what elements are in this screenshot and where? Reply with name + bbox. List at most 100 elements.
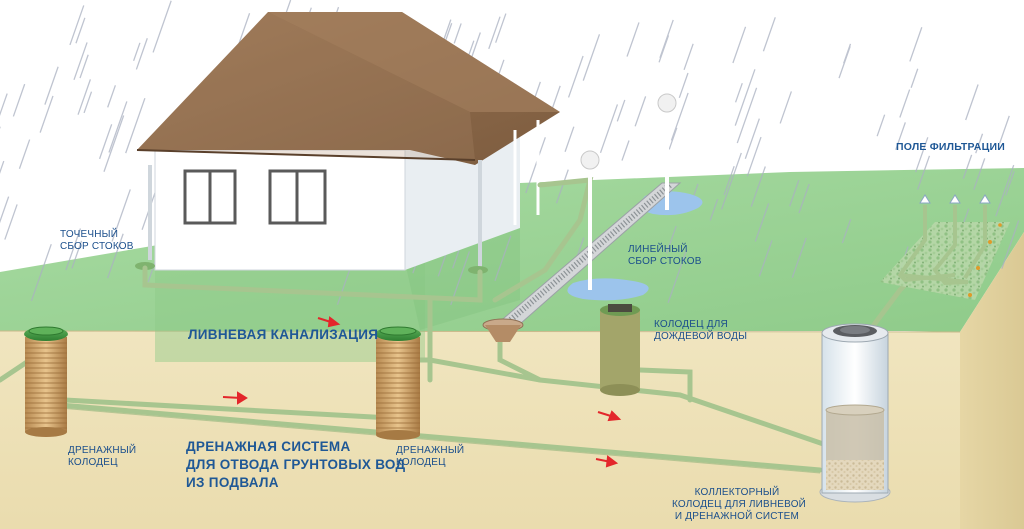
rain-streak: [899, 89, 911, 118]
rain-streak: [895, 122, 906, 151]
rain-streak: [103, 115, 125, 172]
rain-streak: [917, 155, 931, 190]
rain-streak: [999, 115, 1010, 144]
rain-streak: [789, 179, 800, 207]
rain-streak: [914, 137, 929, 173]
label-line: сбор стоков: [628, 256, 702, 267]
filtration-field: [880, 194, 1010, 300]
rain-streak: [555, 169, 569, 204]
rain-streak: [12, 83, 26, 117]
rain-streak: [18, 139, 31, 169]
rain-streak: [83, 91, 93, 114]
label-line: колодец для ливневой: [672, 499, 807, 510]
rain-streak: [962, 154, 973, 179]
rain-streak: [39, 95, 54, 133]
rain-streak: [723, 165, 735, 196]
drainage-well-left: [24, 326, 68, 437]
rain-streak: [683, 43, 694, 71]
rain-streak: [599, 104, 619, 154]
rain-streak: [453, 23, 462, 44]
label-line: Ливневая канализация: [188, 327, 379, 342]
label-drainage-system: Дренажная система для отвода грунтовых в…: [186, 438, 405, 492]
flow-arrow: [597, 410, 622, 422]
rain-streak: [732, 26, 747, 64]
rain-streak: [111, 189, 131, 242]
rain-streak: [667, 249, 688, 304]
label-filtration-field: Поле фильтрации: [896, 141, 1005, 153]
rain-streak: [106, 233, 124, 279]
rain-streak: [0, 93, 8, 117]
rain-streak: [152, 0, 172, 53]
rain-streak: [709, 198, 719, 221]
rain-streak: [670, 92, 689, 141]
rain-streak: [754, 203, 770, 242]
rain-streak: [79, 54, 89, 79]
rain-streak: [791, 237, 807, 278]
point-collection-funnel: [482, 318, 524, 342]
label-linear-collection: Линейный сбор стоков: [628, 244, 702, 268]
rain-streak: [108, 101, 128, 153]
label-storm-sewer: Ливневая канализация: [188, 326, 378, 344]
rain-streak: [678, 72, 689, 99]
label-line: колодец: [396, 457, 446, 468]
label-line: и дренажной систем: [674, 511, 800, 522]
rain-streak: [44, 66, 59, 105]
flow-arrows: [222, 316, 622, 468]
rain-streak: [1001, 220, 1020, 269]
label-drainage-well-left: Дренажный колодец: [68, 445, 136, 469]
rain-streak: [909, 27, 923, 62]
rain-streak: [107, 85, 117, 108]
rain-streak: [495, 13, 507, 43]
label-line: сбор стоков: [60, 241, 134, 252]
rain-streak: [551, 85, 561, 111]
rain-streak: [658, 35, 670, 63]
rain-streak: [0, 196, 10, 224]
rain-streak: [494, 235, 512, 281]
rain-streak: [668, 127, 678, 150]
rain-streak: [973, 158, 986, 190]
rain-streak: [4, 204, 18, 240]
rain-streak: [744, 118, 760, 159]
rain-streak: [634, 96, 647, 127]
label-line: Дренажный: [396, 445, 465, 456]
label-point-collection: Точечный сбор стоков: [60, 229, 134, 253]
rain-streak: [734, 69, 756, 126]
label-line: Точечный: [60, 229, 119, 240]
label-line: из подвала: [186, 475, 279, 490]
label-line: дождевой воды: [654, 331, 748, 342]
rain-streak: [746, 136, 762, 177]
soil-side: [960, 232, 1024, 529]
soil-front: [0, 331, 960, 529]
rain-streak: [779, 91, 792, 124]
rain-streak: [616, 99, 626, 122]
rain-streak: [965, 84, 979, 121]
house: [136, 12, 560, 271]
rain-streak: [73, 42, 88, 81]
rain-streak: [133, 42, 141, 62]
rain-streak: [488, 16, 501, 50]
rain-streak: [0, 160, 5, 174]
rainwater-well: [600, 304, 640, 396]
rain-streak: [525, 137, 546, 194]
label-drainage-well-mid: Дренажный колодец: [396, 445, 464, 469]
rain-streak: [798, 183, 810, 214]
label-line: для отвода грунтовых вод: [186, 457, 406, 472]
flow-arrow: [222, 391, 248, 405]
rain-streak: [750, 166, 766, 207]
flow-arrow: [317, 316, 341, 328]
rain-streak: [995, 164, 1015, 217]
rain-streak: [237, 13, 251, 46]
rain-streak: [564, 126, 575, 152]
rain-streak: [910, 68, 919, 88]
drainage-well-mid: [375, 326, 421, 440]
rain-streak: [71, 240, 83, 269]
label-collector-well: Коллекторный колодец для ливневой и дрен…: [672, 487, 807, 523]
rain-streak: [1005, 171, 1015, 196]
rain-streak: [734, 82, 743, 103]
rain-streak: [75, 17, 86, 44]
downpipes: [148, 160, 482, 268]
label-line: Дренажная система: [186, 439, 351, 454]
rain-streak: [65, 228, 82, 271]
